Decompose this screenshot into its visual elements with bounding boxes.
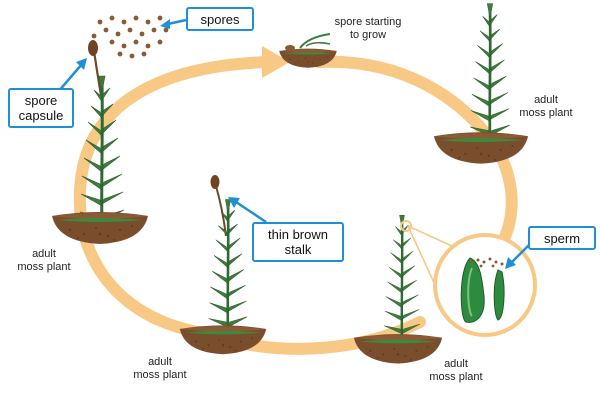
adult-moss-label-bottom-center: adult moss plant (118, 356, 202, 382)
adult-moss-label-bottom-right: adult moss plant (414, 358, 498, 384)
soil-mound-icon (433, 132, 529, 164)
sperm-organ-icon (460, 257, 505, 323)
thin-brown-stalk-callout-line1: thin brown (268, 227, 328, 242)
cycle-arrowhead-icon (262, 46, 290, 78)
adult-moss-label-left-line1: adult (32, 248, 56, 260)
cycle-arrow-icon (73, 56, 274, 341)
adult-moss-label-bottom-right-line1: adult (444, 358, 468, 370)
spores-callout-text: spores (200, 11, 240, 27)
callout-pointers (57, 18, 537, 269)
sperm-dots-icon (470, 257, 504, 268)
spore-capsule-icon (88, 40, 98, 56)
spore-growing-label-line2: to grow (349, 29, 387, 41)
spore-capsule-callout: spore capsule (8, 88, 74, 128)
sprouting-spore (279, 33, 337, 68)
adult-moss-label-top-right-line2: moss plant (519, 107, 573, 119)
adult-moss-label-bottom-center-line1: adult (148, 356, 172, 368)
adult-moss-label-left: adult moss plant (2, 248, 86, 274)
thin-brown-stalk-callout: thin brown stalk (252, 222, 344, 262)
thin-brown-stalk-callout-line2: stalk (284, 242, 312, 257)
spores-callout: spores (186, 7, 254, 31)
moss-plant-top-right (433, 2, 529, 164)
spore-growing-label: spore starting to grow (318, 16, 418, 42)
sperm-callout: sperm (528, 226, 596, 250)
moss-plant-left (52, 40, 148, 244)
sperm-callout-text: sperm (543, 230, 581, 246)
soil-mound-icon (52, 212, 148, 244)
adult-moss-label-left-line2: moss plant (17, 261, 71, 273)
adult-moss-label-top-right-line1: adult (534, 94, 558, 106)
spore-capsule-callout-line1: spore (24, 93, 58, 108)
spore-dots-icon (91, 15, 169, 59)
adult-moss-label-bottom-right-line2: moss plant (429, 371, 483, 383)
spore-growing-label-line1: spore starting (334, 16, 402, 28)
adult-moss-label-top-right: adult moss plant (504, 94, 588, 120)
moss-plant-center (179, 175, 267, 355)
capsule-icon (210, 175, 220, 189)
moss-plant-bottom-right (353, 213, 443, 364)
spore-capsule-callout-line2: capsule (18, 108, 64, 123)
adult-moss-label-bottom-center-line2: moss plant (133, 369, 187, 381)
